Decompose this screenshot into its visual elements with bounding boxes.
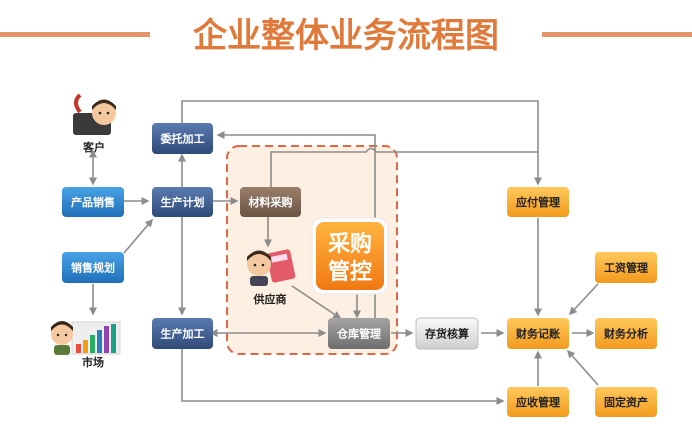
node-xiaoshou-guihua[interactable]: 销售规划 — [62, 252, 124, 283]
title-rule-right — [542, 32, 692, 37]
customer-label: 客户 — [82, 140, 105, 154]
node-label: 固定资产 — [604, 395, 648, 409]
node-label: 工资管理 — [604, 261, 648, 275]
node-yingfu[interactable]: 应付管理 — [507, 187, 569, 217]
node-cailiao[interactable]: 材料采购 — [240, 187, 301, 217]
procurement-control-badge: 采购 管控 — [311, 217, 389, 295]
market-label: 市场 — [82, 355, 104, 369]
node-label: 仓库管理 — [336, 327, 381, 341]
node-label: 生产计划 — [161, 195, 205, 209]
market-bar-chart-icon — [51, 321, 121, 355]
badge-line1: 采购 — [328, 231, 372, 257]
node-label: 委托加工 — [160, 132, 205, 146]
node-caiwu-fenxi[interactable]: 财务分析 — [595, 318, 657, 349]
node-label: 销售规划 — [71, 261, 115, 275]
node-label: 应收管理 — [516, 395, 560, 409]
node-label: 产品销售 — [71, 195, 115, 209]
node-chanpin[interactable]: 产品销售 — [62, 187, 124, 217]
customer-phone-icon — [73, 93, 116, 135]
node-label: 财务记账 — [515, 327, 560, 341]
node-label: 材料采购 — [249, 195, 293, 209]
node-shengchan-jihua[interactable]: 生产计划 — [152, 187, 213, 217]
node-yingshou[interactable]: 应收管理 — [507, 387, 569, 417]
supplier-calculator-icon — [247, 249, 296, 286]
node-shengchan-jiagong[interactable]: 生产加工 — [152, 318, 213, 349]
badge-line2: 管控 — [328, 259, 372, 285]
connectors — [89, 100, 599, 405]
node-label: 存货核算 — [425, 327, 469, 341]
node-label: 财务分析 — [603, 327, 648, 341]
node-weituo[interactable]: 委托加工 — [152, 123, 213, 154]
node-caiwu-jizhang[interactable]: 财务记账 — [507, 318, 569, 349]
node-label: 应付管理 — [516, 195, 560, 209]
title-rule-left — [0, 32, 150, 37]
page-title: 企业整体业务流程图 — [193, 16, 499, 56]
node-gongzi[interactable]: 工资管理 — [595, 252, 657, 283]
supplier-label: 供应商 — [253, 292, 287, 306]
node-guding[interactable]: 固定资产 — [595, 387, 657, 417]
node-cangku[interactable]: 仓库管理 — [328, 318, 390, 349]
node-cunhuo[interactable]: 存货核算 — [415, 317, 479, 350]
node-label: 生产加工 — [161, 327, 205, 341]
